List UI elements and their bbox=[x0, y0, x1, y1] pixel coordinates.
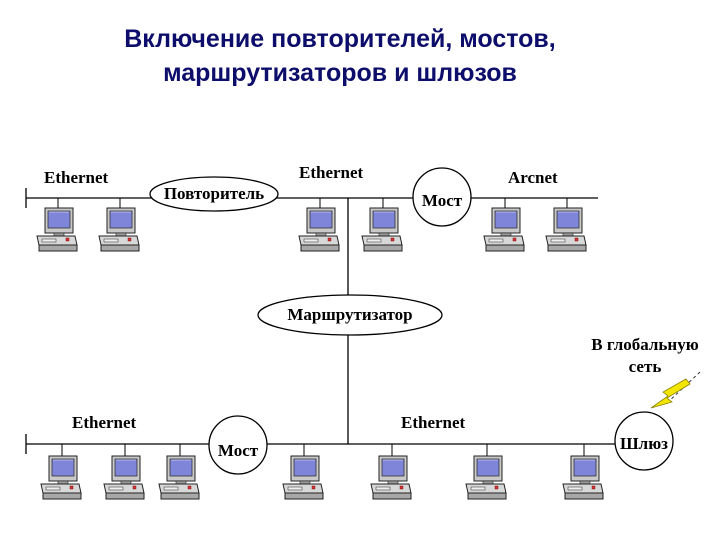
global-network-line-1: В глобальную bbox=[591, 335, 699, 354]
bridge-bottom-label: Мост bbox=[217, 441, 259, 460]
title-line-2: маршрутизаторов и шлюзов bbox=[163, 59, 517, 87]
title-line-1: Включение повторителей, мостов, bbox=[124, 25, 556, 53]
wan-dashed-link bbox=[665, 371, 701, 405]
bridge-bottom-node bbox=[208, 415, 268, 475]
gateway-node bbox=[614, 411, 674, 471]
bridge-top-label: Мост bbox=[421, 191, 463, 210]
computer-icon bbox=[361, 207, 403, 252]
router-node bbox=[257, 294, 443, 336]
global-network-line-2: сеть bbox=[628, 357, 662, 376]
network-label-bottom-left: Ethernet bbox=[72, 413, 137, 432]
network-label-top-middle: Ethernet bbox=[299, 163, 364, 182]
network-label-top-left: Ethernet bbox=[44, 168, 109, 187]
computer-icon bbox=[370, 455, 412, 500]
computer-icon bbox=[465, 455, 507, 500]
computer-icon bbox=[483, 207, 525, 252]
network-label-top-right: Arcnet bbox=[508, 168, 558, 187]
repeater-label: Повторитель bbox=[163, 184, 265, 203]
computer-icon bbox=[98, 207, 140, 252]
router-label: Маршрутизатор bbox=[287, 305, 413, 324]
bridge-top-node bbox=[412, 167, 472, 227]
computer-icon bbox=[36, 207, 78, 252]
computer-icon bbox=[40, 455, 82, 500]
computer-icon bbox=[545, 207, 587, 252]
computer-icon bbox=[103, 455, 145, 500]
page-title: Включение повторителей, мостов, маршрути… bbox=[0, 22, 680, 90]
computer-icon bbox=[298, 207, 340, 252]
global-network-caption: В глобальную сеть bbox=[578, 334, 712, 378]
gateway-label: Шлюз bbox=[619, 434, 669, 453]
computer-icon bbox=[562, 455, 604, 500]
computer-icon bbox=[158, 455, 200, 500]
lightning-icon bbox=[650, 378, 691, 409]
network-label-bottom-right: Ethernet bbox=[401, 413, 466, 432]
computer-icon bbox=[282, 455, 324, 500]
repeater-node bbox=[149, 176, 279, 212]
